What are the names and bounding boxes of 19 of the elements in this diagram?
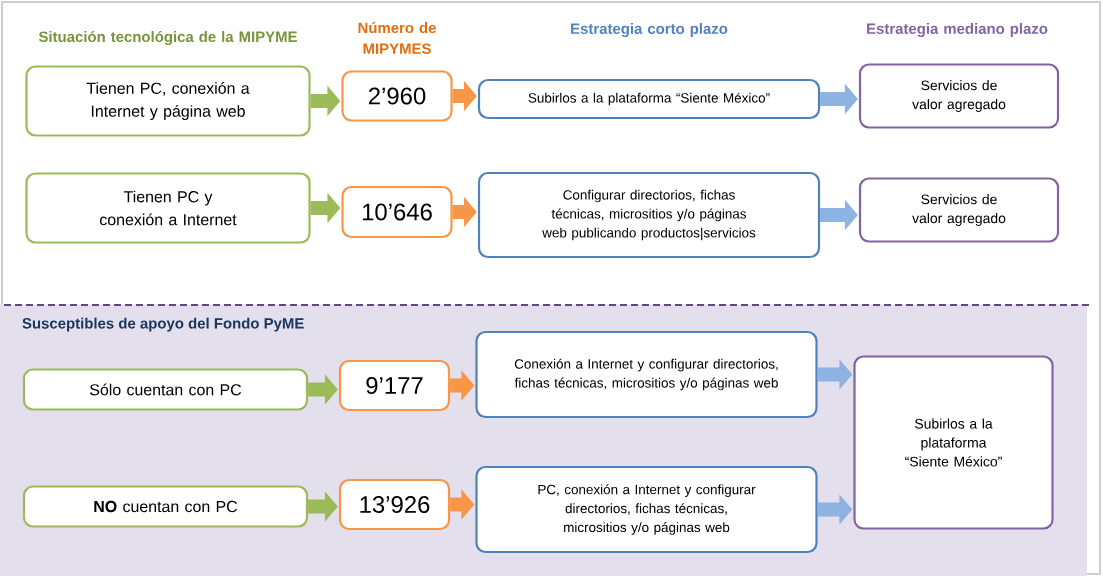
strategy-box: Conexión a Internet y configurar directorios, fichas técnicas, micrositios y/o páginas web [475,330,818,419]
number-box: 9’177 [338,359,451,412]
strategy-box: PC, conexión a Internet y configurar directorios, fichas técnicas, micrositios y/o páginas web [475,465,818,554]
text-box: Sólo cuentan con PC [22,368,309,411]
column-heading: Estrategia corto plazo [571,23,728,37]
text-box: Tienen PC y conexión a Internet [25,172,311,244]
column-heading: Número de MIPYMES [358,22,436,54]
number-box: 10’646 [341,185,453,239]
text-box: NO cuentan con PC [22,485,309,528]
text-box: Tienen PC, conexión a Internet y página web [25,65,311,137]
number-box: 2’960 [341,70,453,122]
strategy-box: Subirlos a la plataforma “Siente México” [853,355,1054,530]
strategy-box: Servicios de valor agregado [858,177,1060,243]
column-heading: Situación tecnológica de la MIPYME [38,30,297,46]
strategy-box: Servicios de valor agregado [858,63,1060,129]
strategy-box: Configurar directorios, fichas técnicas, micrositios y/o páginas web publicando productos|servicios [477,171,821,259]
column-heading: Estrategia mediano plazo [867,23,1048,37]
number-box: 13’926 [338,478,451,531]
strategy-box: Subirlos a la plataforma “Siente México” [477,78,821,120]
